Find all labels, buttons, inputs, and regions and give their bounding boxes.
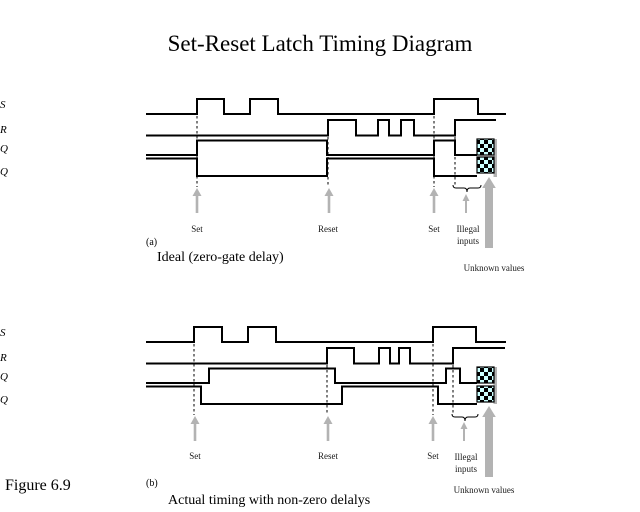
event-label-reset: Reset <box>318 224 338 234</box>
waveform-Qbar <box>146 385 477 406</box>
signal-label-Q: Q <box>0 371 8 383</box>
illegal-inputs-brace <box>451 413 479 422</box>
waveform-S <box>146 97 506 116</box>
unknown-values-arrow <box>482 177 496 248</box>
illegal-inputs-label: inputs <box>455 464 478 474</box>
diagram-b-tag: (b) <box>146 478 158 489</box>
unknown-values-arrow <box>482 406 496 477</box>
unknown-arrow-strip <box>493 367 497 404</box>
waveform-S <box>146 325 506 344</box>
signal-label-R: R <box>0 352 7 364</box>
illegal-inputs-arrow <box>462 194 470 213</box>
reset-arrow <box>324 188 334 213</box>
illegal-inputs-label: inputs <box>457 236 480 246</box>
event-label-set: Set <box>191 224 203 234</box>
event-label-set: Set <box>428 224 440 234</box>
signal-label-Qbar: Q <box>0 394 8 406</box>
diagram-a-tag: (a) <box>146 237 158 248</box>
event-label-reset: Reset <box>318 451 338 461</box>
unknown-values-label: Unknown values <box>464 263 525 273</box>
illegal-inputs-label: Illegal <box>455 452 478 462</box>
illegal-inputs-arrow <box>460 422 468 441</box>
event-label-set: Set <box>189 451 201 461</box>
waveform-R <box>146 346 505 365</box>
unknown-arrow-strip <box>493 139 497 177</box>
waveform-R <box>146 118 496 137</box>
illegal-inputs-label: Illegal <box>457 224 480 234</box>
signal-label-Qbar: Q <box>0 166 8 178</box>
figure-number-label: Figure 6.9 <box>5 477 71 494</box>
reset-arrow <box>323 416 333 441</box>
waveform-Q <box>146 139 477 157</box>
signal-label-Q: Q <box>0 143 8 155</box>
signal-label-R: R <box>0 124 7 136</box>
unknown-value-region <box>476 385 495 403</box>
diagram-a-caption: Ideal (zero-gate delay) <box>157 250 284 265</box>
set-arrow <box>190 416 200 441</box>
waveform-Q <box>146 367 477 385</box>
event-label-set: Set <box>427 451 439 461</box>
diagram-b-caption: Actual timing with non-zero delalys <box>168 493 371 508</box>
signal-label-S: S <box>0 327 6 339</box>
set-arrow <box>428 416 438 441</box>
set-arrow <box>192 188 202 213</box>
waveform-Qbar <box>146 157 477 178</box>
unknown-value-region <box>476 366 495 384</box>
unknown-value-region <box>476 138 495 156</box>
illegal-inputs-brace <box>452 184 482 193</box>
unknown-values-label: Unknown values <box>454 485 515 495</box>
page-title: Set-Reset Latch Timing Diagram <box>167 31 473 56</box>
unknown-value-region <box>476 156 495 174</box>
set-arrow <box>429 188 439 213</box>
signal-label-S: S <box>0 99 6 111</box>
